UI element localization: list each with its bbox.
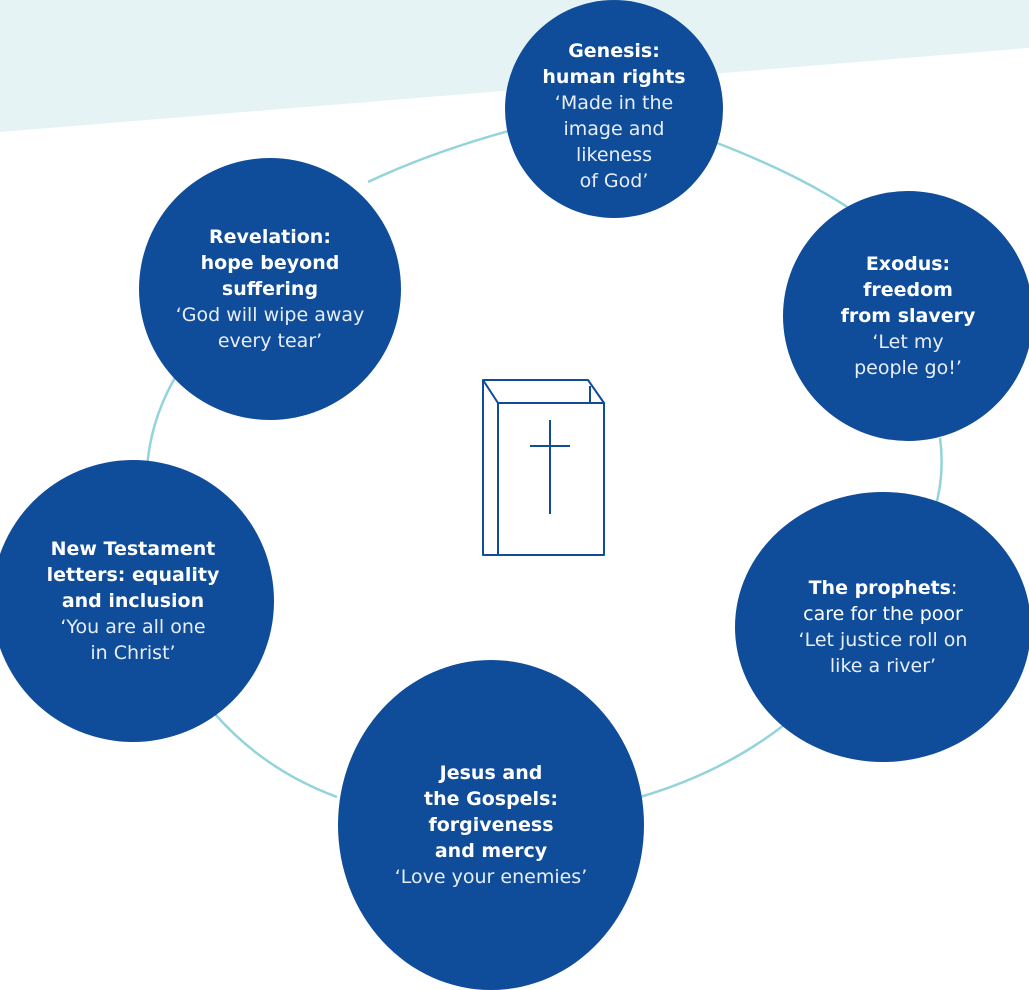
node-genesis-title: Genesis: human rights bbox=[542, 40, 686, 88]
node-genesis: Genesis: human rights ‘Made in the image… bbox=[505, 0, 723, 218]
node-genesis-quote: ‘Made in the image and likeness of God’ bbox=[554, 92, 674, 192]
node-prophets: The prophets: care for the poor ‘Let jus… bbox=[735, 492, 1029, 762]
node-prophets-title-main: The prophets bbox=[808, 577, 951, 599]
connector-arc bbox=[639, 724, 785, 799]
node-prophets-title-suffix: : care for the poor bbox=[803, 577, 963, 625]
connector-arc bbox=[716, 141, 856, 214]
node-exodus-quote: ‘Let my people go!’ bbox=[854, 331, 962, 379]
connector-arc bbox=[214, 713, 338, 799]
node-exodus-title: Exodus: freedom from slavery bbox=[840, 253, 976, 327]
node-revelation: Revelation: hope beyond suffering ‘God w… bbox=[139, 158, 401, 420]
node-revelation-quote: ‘God will wipe away every tear’ bbox=[175, 304, 365, 352]
node-gospels-quote: ‘Love your enemies’ bbox=[394, 866, 588, 888]
node-gospels-title: Jesus and the Gospels: forgiveness and m… bbox=[424, 762, 558, 862]
node-letters-quote: ‘You are all one in Christ’ bbox=[60, 616, 206, 664]
bible-icon bbox=[482, 379, 605, 556]
node-prophets-quote: ‘Let justice roll on like a river’ bbox=[798, 629, 968, 677]
node-exodus: Exodus: freedom from slavery ‘Let my peo… bbox=[783, 191, 1029, 441]
node-prophets-title: The prophets: care for the poor bbox=[803, 575, 963, 627]
node-gospels: Jesus and the Gospels: forgiveness and m… bbox=[338, 660, 644, 990]
node-revelation-title: Revelation: hope beyond suffering bbox=[200, 226, 340, 300]
node-letters-title: New Testament letters: equality and incl… bbox=[46, 538, 220, 612]
node-letters: New Testament letters: equality and incl… bbox=[0, 460, 274, 742]
